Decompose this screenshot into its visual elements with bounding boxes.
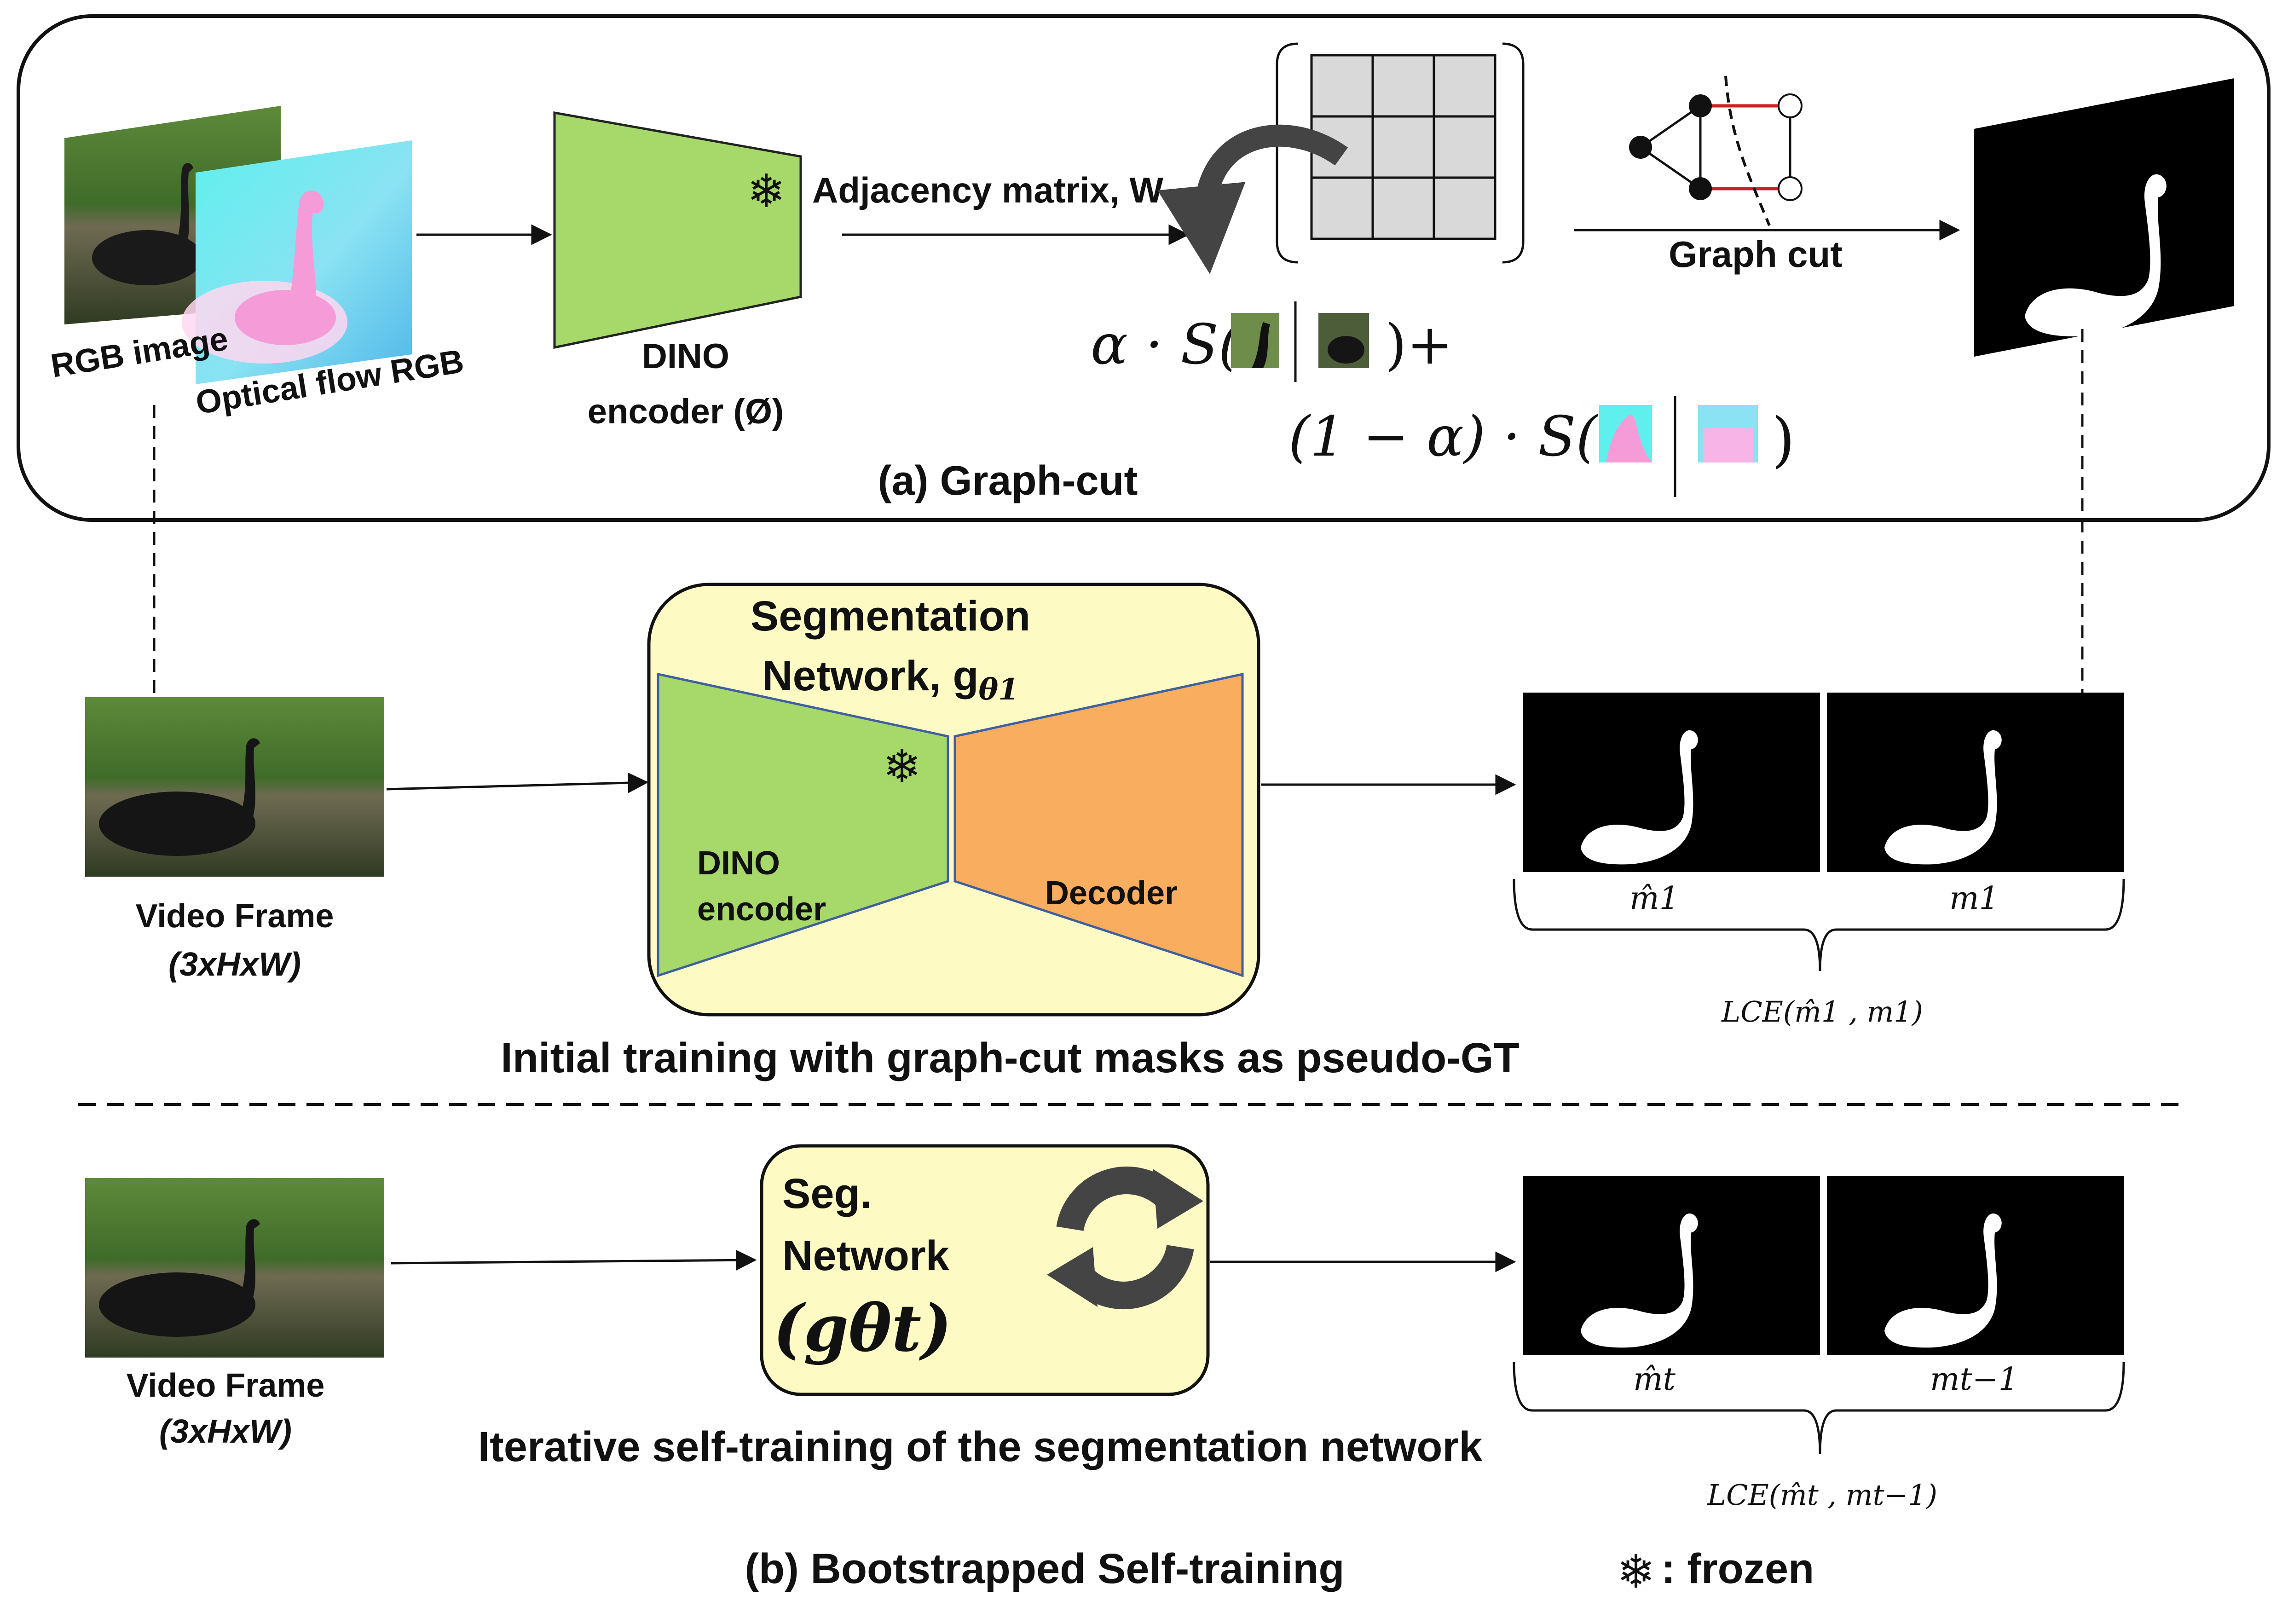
pred-mask-t-label: m̂t <box>1633 1361 1676 1398</box>
formula-alpha-term: α · S( <box>1091 313 1241 377</box>
network-title-line1: Segmentation <box>751 593 1030 640</box>
adjacency-label: Adjacency matrix, W <box>812 170 1163 210</box>
initial-training-caption: Initial training with graph-cut masks as… <box>501 1035 1519 1081</box>
formula-one-minus-alpha-term: (1 − α) · S( <box>1288 405 1598 469</box>
video-frame-2 <box>85 1178 384 1358</box>
loss-2-label: LCE(m̂t , mt−1) <box>1707 1478 1937 1512</box>
graph-cut-caption: (a) Graph-cut <box>878 458 1138 504</box>
formula-plus: )+ <box>1385 313 1453 377</box>
bootstrapped-caption: (b) Bootstrapped Self-training <box>745 1545 1344 1592</box>
loss-brace-1 <box>1513 878 2125 971</box>
self-training-caption: Iterative self-training of the segmentat… <box>478 1423 1483 1470</box>
gt-mask-t-minus-1-label: mt−1 <box>1930 1361 2018 1398</box>
seg-network-line2: Network <box>782 1232 950 1279</box>
arrow-frame-to-segnet-2 <box>391 1249 757 1271</box>
affinity-formula: α · S( )+ (1 − α) · S( ) <box>1091 301 1795 497</box>
snowflake-icon: ❄ <box>883 740 921 793</box>
video-frame-1 <box>85 697 384 877</box>
segnet-decoder-label: Decoder <box>1045 875 1178 912</box>
adjacency-matrix <box>1276 42 1525 264</box>
pseudo-gt-mask-t-minus-1 <box>1827 1176 2124 1355</box>
predicted-mask-t <box>1523 1176 1820 1355</box>
snowflake-icon: ❄ <box>747 164 786 218</box>
dino-encoder-block <box>553 111 802 349</box>
refresh-icon <box>1047 1167 1203 1309</box>
pseudo-gt-mask-1 <box>1827 693 2124 872</box>
video-frame-1-dims: (3xHxW) <box>168 946 301 983</box>
network-title-line2: Network, gθ1 <box>762 653 1019 707</box>
loss-brace-2 <box>1513 1362 2125 1455</box>
curved-arrow-icon <box>1157 124 1348 274</box>
scissors-graph-icon <box>1629 75 1803 226</box>
network-subscript: θ1 <box>979 672 1019 707</box>
formula-close: ) <box>1772 405 1795 474</box>
optical-flow-thumbnail <box>182 140 412 384</box>
seg-network-symbol: (gθt) <box>773 1291 952 1366</box>
graph-cut-mask <box>1974 78 2234 357</box>
gt-mask-1-label: m1 <box>1949 880 1999 917</box>
graph-cut-label: Graph cut <box>1669 234 1843 275</box>
pred-mask-1-label: m̂1 <box>1629 880 1679 917</box>
encoder-label-line1: DINO <box>642 337 729 376</box>
predicted-mask-1 <box>1523 693 1820 872</box>
video-frame-1-label: Video Frame <box>136 898 334 935</box>
seg-network-line1: Seg. <box>782 1170 872 1217</box>
segnet-encoder-label-line1: DINO <box>697 845 780 882</box>
segnet-decoder-block <box>953 672 1244 977</box>
segnet-encoder-label-line2: encoder <box>697 891 826 928</box>
formula-rgb-patch-1 <box>1231 313 1279 368</box>
segnet-encoder-block <box>657 672 949 977</box>
video-frame-2-label: Video Frame <box>127 1367 325 1404</box>
video-frame-2-dims: (3xHxW) <box>159 1413 292 1450</box>
arrow-frame-to-network <box>386 772 649 793</box>
encoder-label-line2: encoder (Ø) <box>588 392 784 431</box>
seg-network-iterative-box <box>760 1144 1210 1396</box>
loss-1-label: LCE(m̂1 , m1) <box>1721 995 1923 1029</box>
frozen-legend-label: : frozen <box>1661 1545 1814 1592</box>
snowflake-icon: ❄ <box>1617 1545 1655 1599</box>
